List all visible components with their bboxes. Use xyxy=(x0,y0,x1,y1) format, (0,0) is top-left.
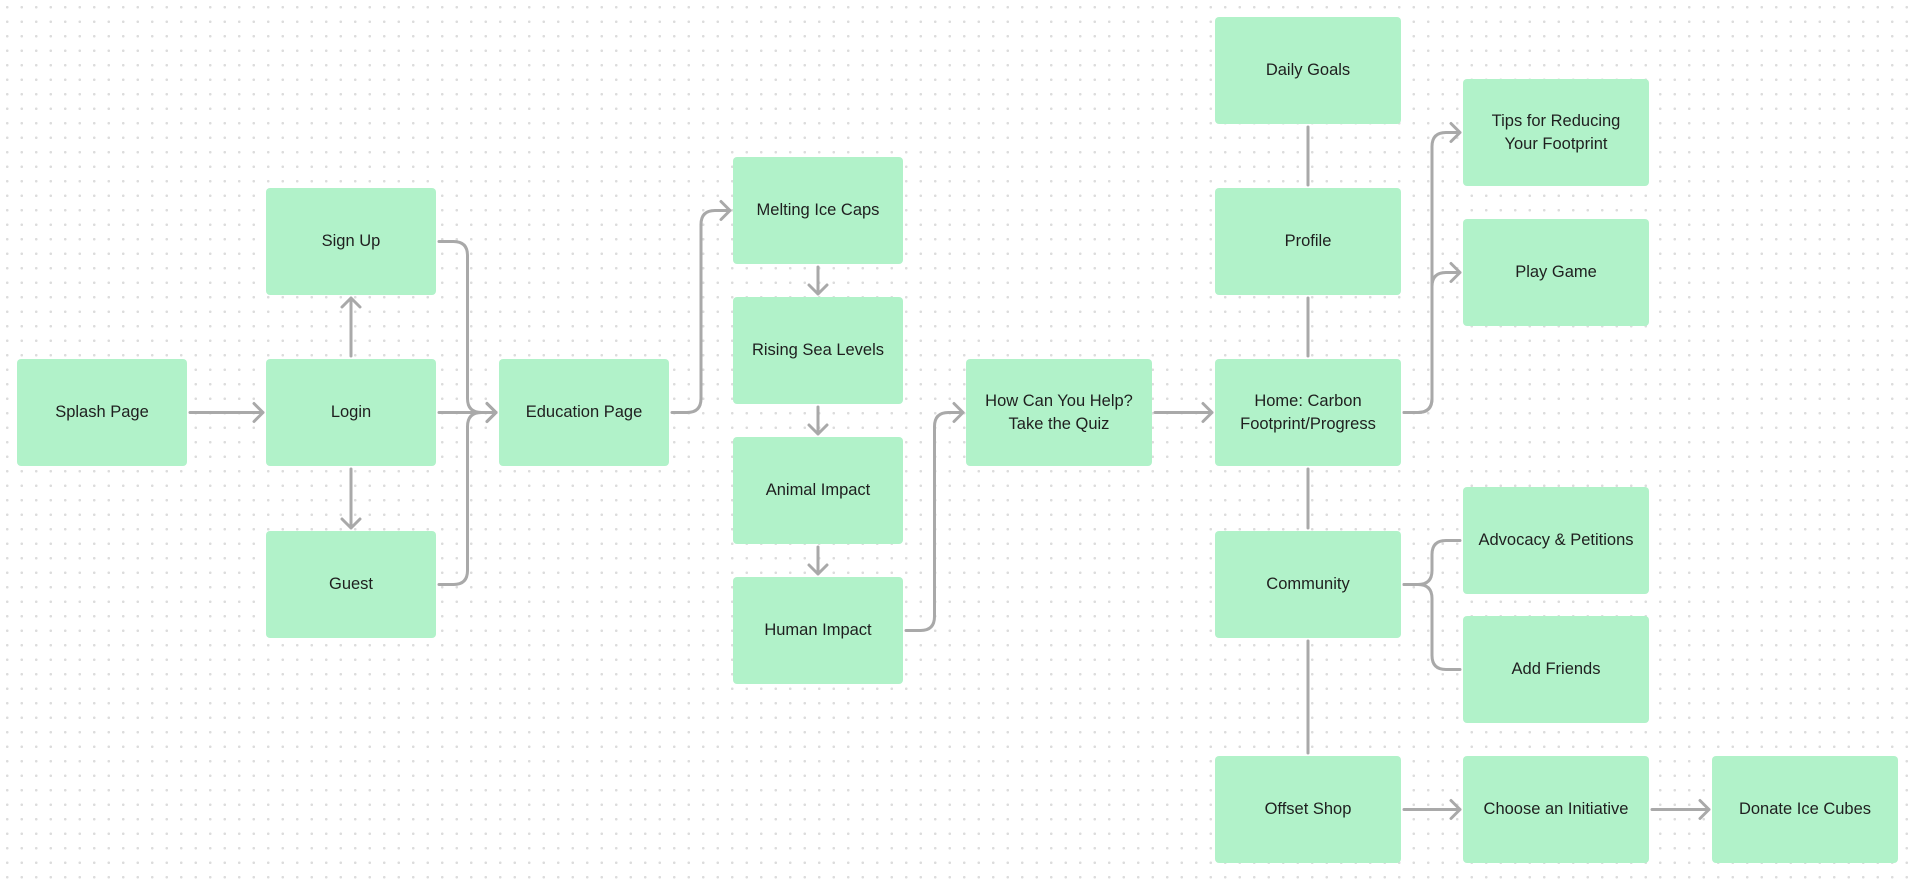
node-daily-goals[interactable]: Daily Goals xyxy=(1215,17,1401,124)
node-play-game[interactable]: Play Game xyxy=(1463,219,1649,326)
connector-login-to-education xyxy=(437,402,498,423)
node-sign-up[interactable]: Sign Up xyxy=(266,188,436,295)
node-add-friends[interactable]: Add Friends xyxy=(1463,616,1649,723)
node-take-the-quiz[interactable]: How Can You Help? Take the Quiz xyxy=(966,359,1152,466)
connector-community-to-advocacy xyxy=(1402,539,1462,586)
connector-rising-to-animal xyxy=(807,405,829,436)
connector-home-to-tips xyxy=(1402,122,1462,414)
node-offset-shop[interactable]: Offset Shop xyxy=(1215,756,1401,863)
connector-human-to-quiz xyxy=(904,402,965,632)
connector-initiative-to-donate xyxy=(1650,799,1711,820)
connector-offset-to-initiative xyxy=(1402,799,1462,820)
connector-login-to-guest xyxy=(340,467,362,530)
node-splash-page[interactable]: Splash Page xyxy=(17,359,187,466)
node-tips-for-reducing-footprint[interactable]: Tips for Reducing Your Footprint xyxy=(1463,79,1649,186)
node-community[interactable]: Community xyxy=(1215,531,1401,638)
connector-melting-to-rising xyxy=(807,265,829,296)
node-animal-impact[interactable]: Animal Impact xyxy=(733,437,903,544)
connector-splash-to-login xyxy=(188,402,265,423)
connector-quiz-to-home xyxy=(1153,402,1214,423)
connector-home-to-play xyxy=(1402,262,1462,414)
node-education-page[interactable]: Education Page xyxy=(499,359,669,466)
node-login[interactable]: Login xyxy=(266,359,436,466)
node-home-carbon-footprint[interactable]: Home: Carbon Footprint/Progress xyxy=(1215,359,1401,466)
connector-education-to-melting xyxy=(670,200,732,414)
node-melting-ice-caps[interactable]: Melting Ice Caps xyxy=(733,157,903,264)
node-choose-an-initiative[interactable]: Choose an Initiative xyxy=(1463,756,1649,863)
node-profile[interactable]: Profile xyxy=(1215,188,1401,295)
node-guest[interactable]: Guest xyxy=(266,531,436,638)
connector-signup-to-education xyxy=(437,240,498,423)
connector-guest-to-education xyxy=(437,402,498,586)
node-advocacy-petitions[interactable]: Advocacy & Petitions xyxy=(1463,487,1649,594)
connector-animal-to-human xyxy=(807,545,829,576)
node-donate-ice-cubes[interactable]: Donate Ice Cubes xyxy=(1712,756,1898,863)
node-human-impact[interactable]: Human Impact xyxy=(733,577,903,684)
node-rising-sea-levels[interactable]: Rising Sea Levels xyxy=(733,297,903,404)
connector-login-to-signup xyxy=(340,296,362,358)
connector-community-to-friends xyxy=(1402,583,1462,671)
